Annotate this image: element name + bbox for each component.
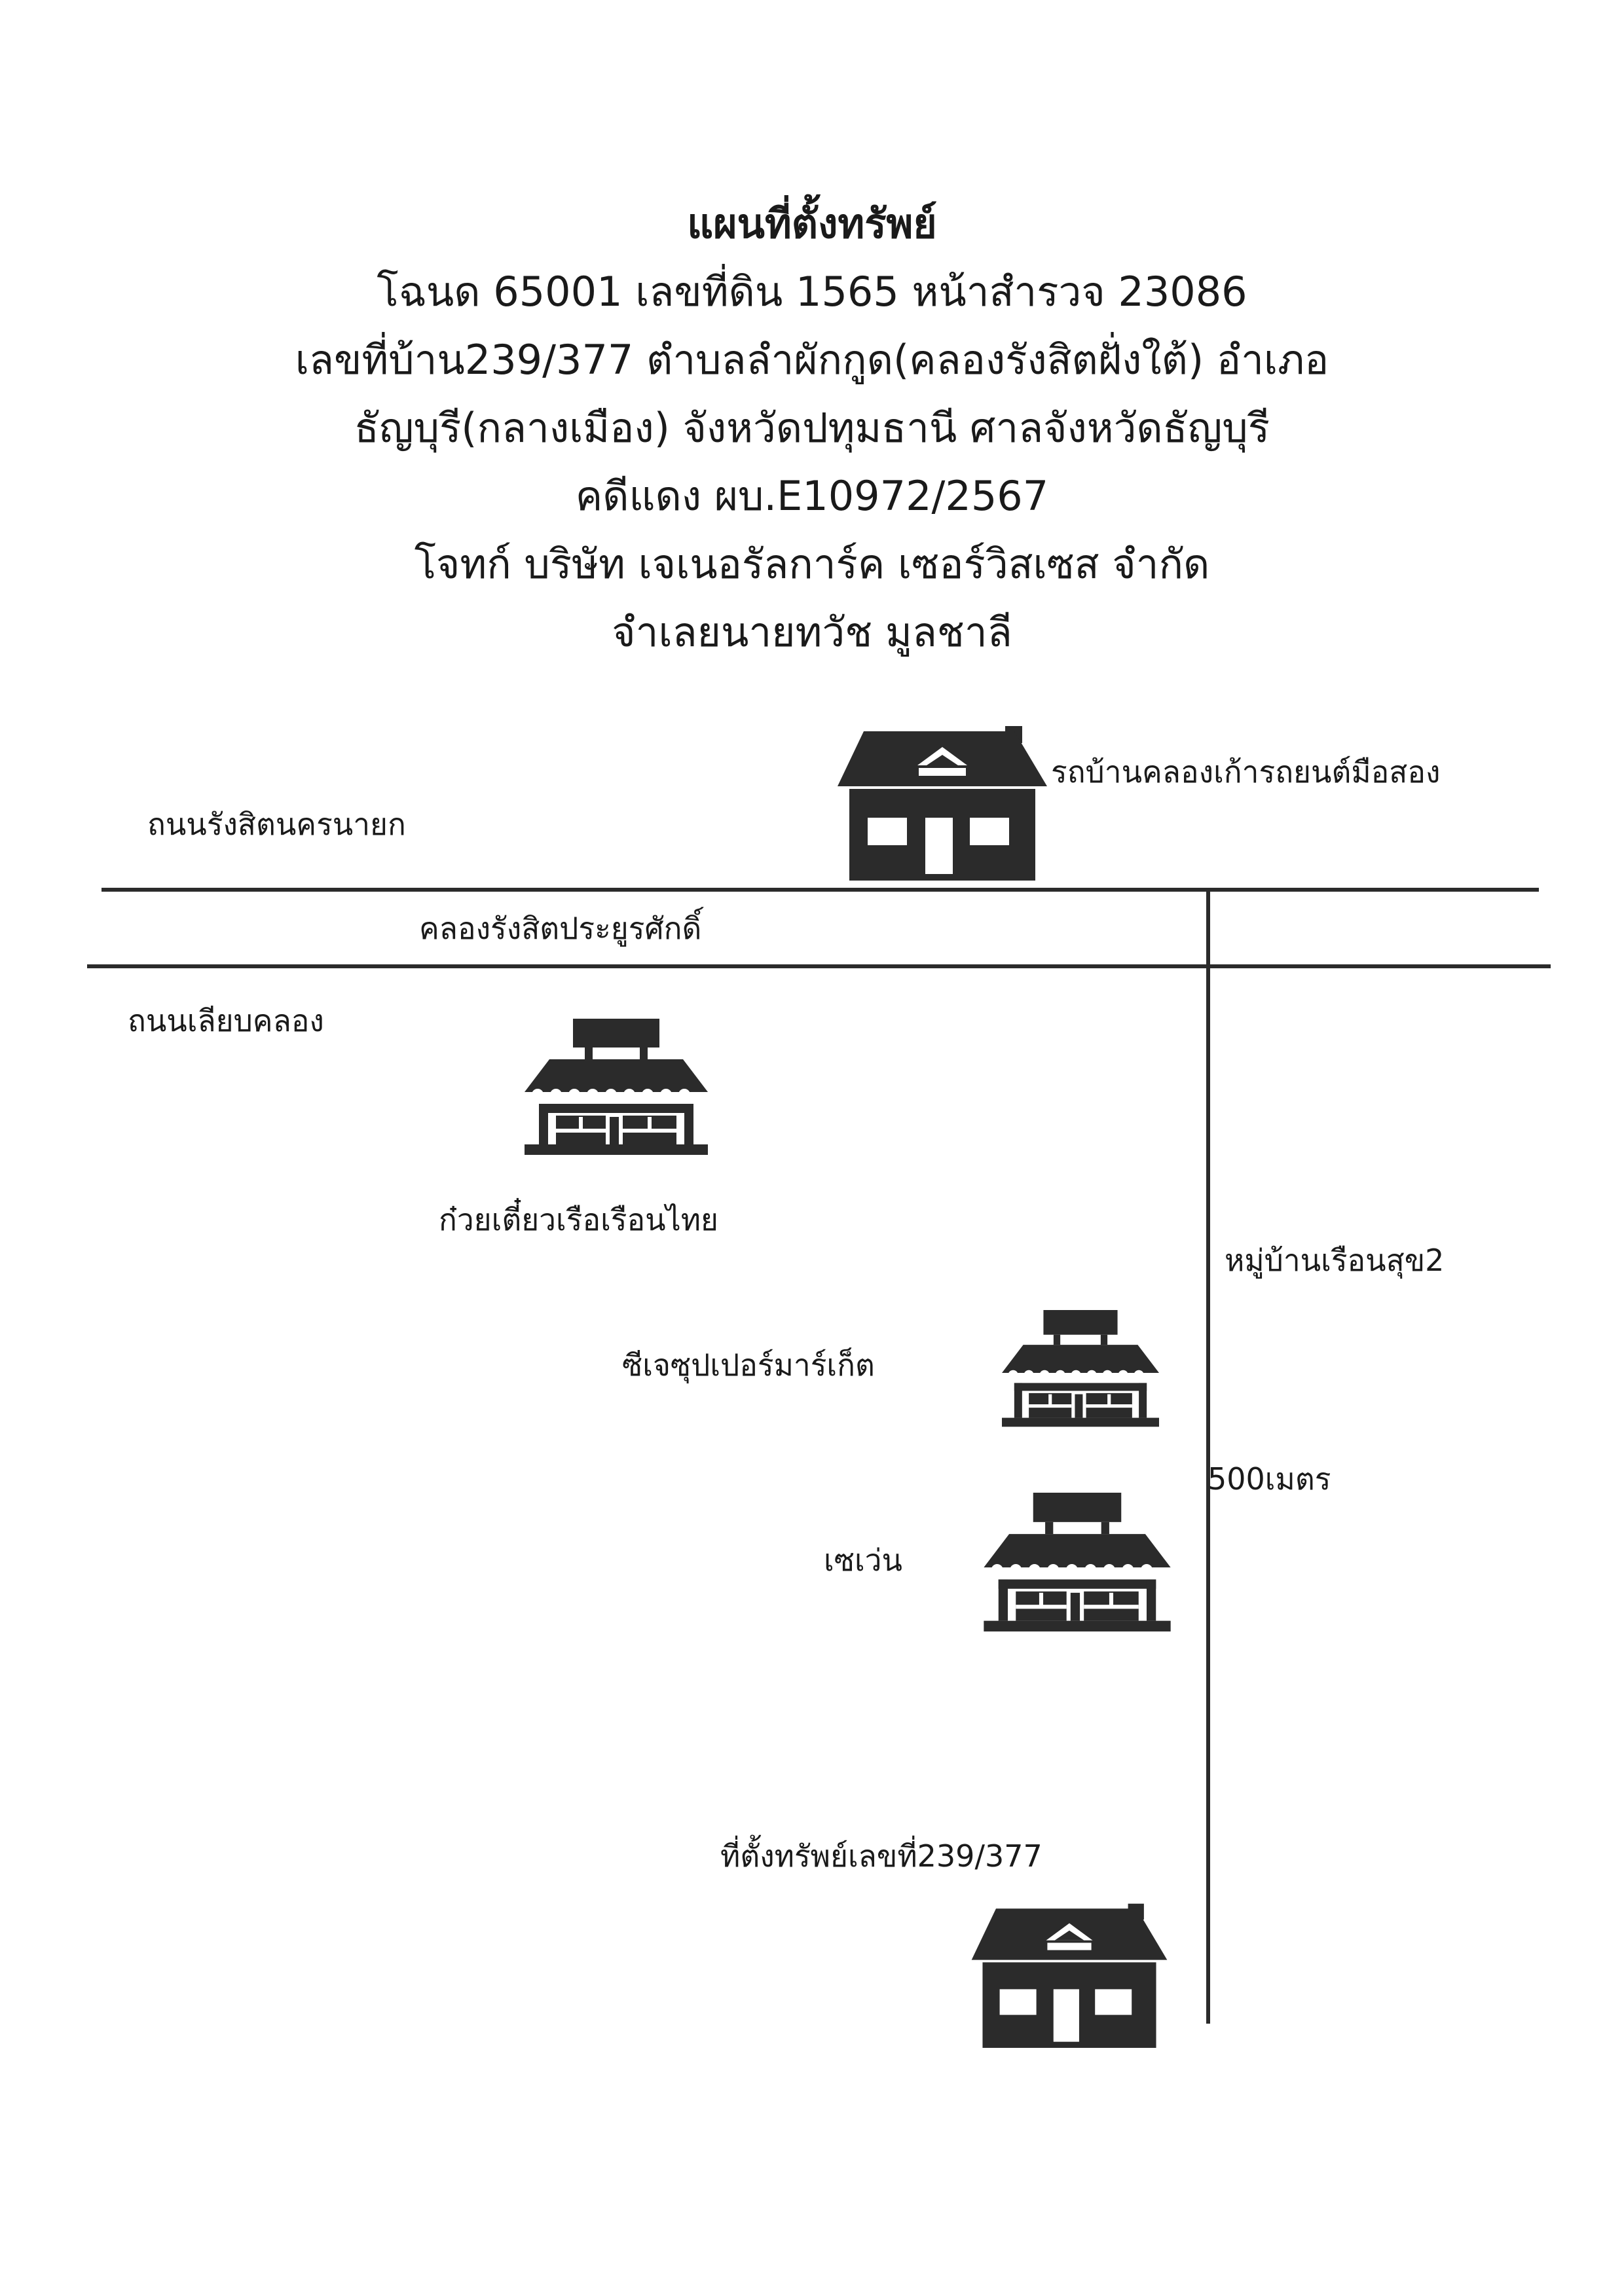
noodle-shop-label: ก๋วยเตี๋ยวเรือเรือนไทย [439, 1202, 718, 1237]
cj-supermarket-label: ซีเจซุปเปอร์มาร์เก็ต [622, 1347, 875, 1383]
canal-label: คลองรังสิตประยูรศักดิ์ [419, 911, 702, 946]
seven-eleven-label: เซเว่น [824, 1542, 902, 1578]
road-north-line [101, 888, 1539, 892]
defendant-line: จำเลยนายทวัช มูลชาลี [612, 608, 1012, 656]
canal-road-line [87, 964, 1551, 968]
property-location-label: ที่ตั้งทรัพย์เลขที่239/377 [720, 1838, 1043, 1874]
village-soi-line [1206, 888, 1210, 2024]
distance-label: 500เมตร [1208, 1461, 1331, 1497]
road-north-label: ถนนรังสิตนครนายก [147, 807, 406, 842]
map-title: แผนที่ตั้งทรัพย์ [687, 200, 937, 247]
shop-icon [524, 1019, 709, 1156]
house-icon [963, 1901, 1176, 2048]
plaintiff-line: โจทก์ บริษัท เจเนอรัลการ์ค เซอร์วิสเซส จ… [414, 540, 1210, 588]
house-icon [832, 723, 1053, 881]
shop-icon [1002, 1307, 1159, 1431]
address-line: เลขที่บ้าน239/377 ตำบลลำผักกูด(คลองรังสิ… [295, 336, 1329, 384]
village-label: หมู่บ้านเรือนสุข2 [1225, 1243, 1445, 1278]
used-car-label: รถบ้านคลองเก้ารถยนต์มือสอง [1051, 754, 1441, 790]
province-court-line: ธัญบุรี(กลางเมือง) จังหวัดปทุมธานี ศาลจั… [354, 404, 1270, 452]
document-header: แผนที่ตั้งทรัพย์ โฉนด 65001 เลขที่ดิน 15… [0, 190, 1624, 666]
canal-road-label: ถนนเลียบคลอง [128, 1003, 324, 1038]
shop-icon [982, 1493, 1172, 1633]
title-deed-line: โฉนด 65001 เลขที่ดิน 1565 หน้าสำรวจ 2308… [377, 268, 1247, 316]
case-number-line: คดีแดง ผบ.E10972/2567 [575, 472, 1049, 520]
